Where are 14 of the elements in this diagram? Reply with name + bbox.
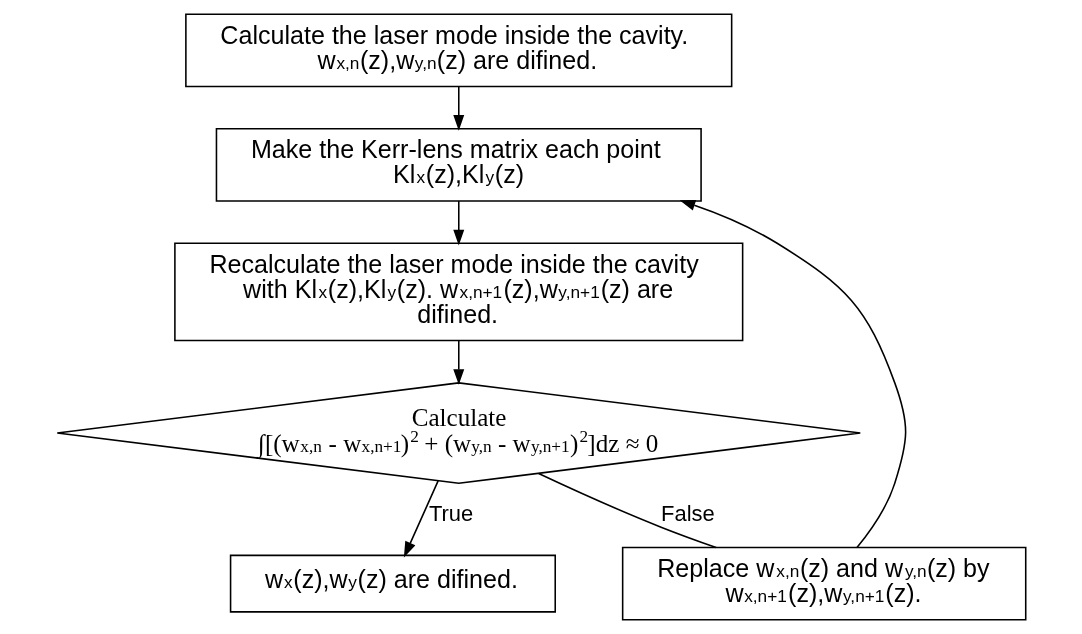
arrow xyxy=(452,200,464,246)
arrow xyxy=(679,200,906,549)
node-box: Make the Kerr-lens matrix each point Klx(z),Kly(z) xyxy=(215,128,702,202)
edge-label: False xyxy=(660,501,715,527)
node-diamond: Calculate ∫[(wx,n - wx,n+1)$^{2}$ + (wy,n - wy,n+1)$^{2}$]dz ≈ 0 xyxy=(56,382,861,485)
node-box: wx(z),wy(z) are difined. xyxy=(229,554,556,613)
arrow xyxy=(452,340,464,385)
connector xyxy=(537,472,717,549)
arrow xyxy=(403,480,439,558)
edge-label: True xyxy=(428,501,473,527)
arrow xyxy=(452,85,464,131)
node-box: Calculate the laser mode inside the cavity. wx,n(z),wy,n(z) are difined. xyxy=(184,13,732,88)
node-box: Recalculate the laser mode inside the cavity with Klx(z),Kly(z). wx,n+1(z),wy,n+1(z) are difined. xyxy=(173,242,743,342)
node-box: Replace wx,n(z) and wy,n(z) by wx,n+1(z),wy,n+1(z). xyxy=(621,546,1026,621)
